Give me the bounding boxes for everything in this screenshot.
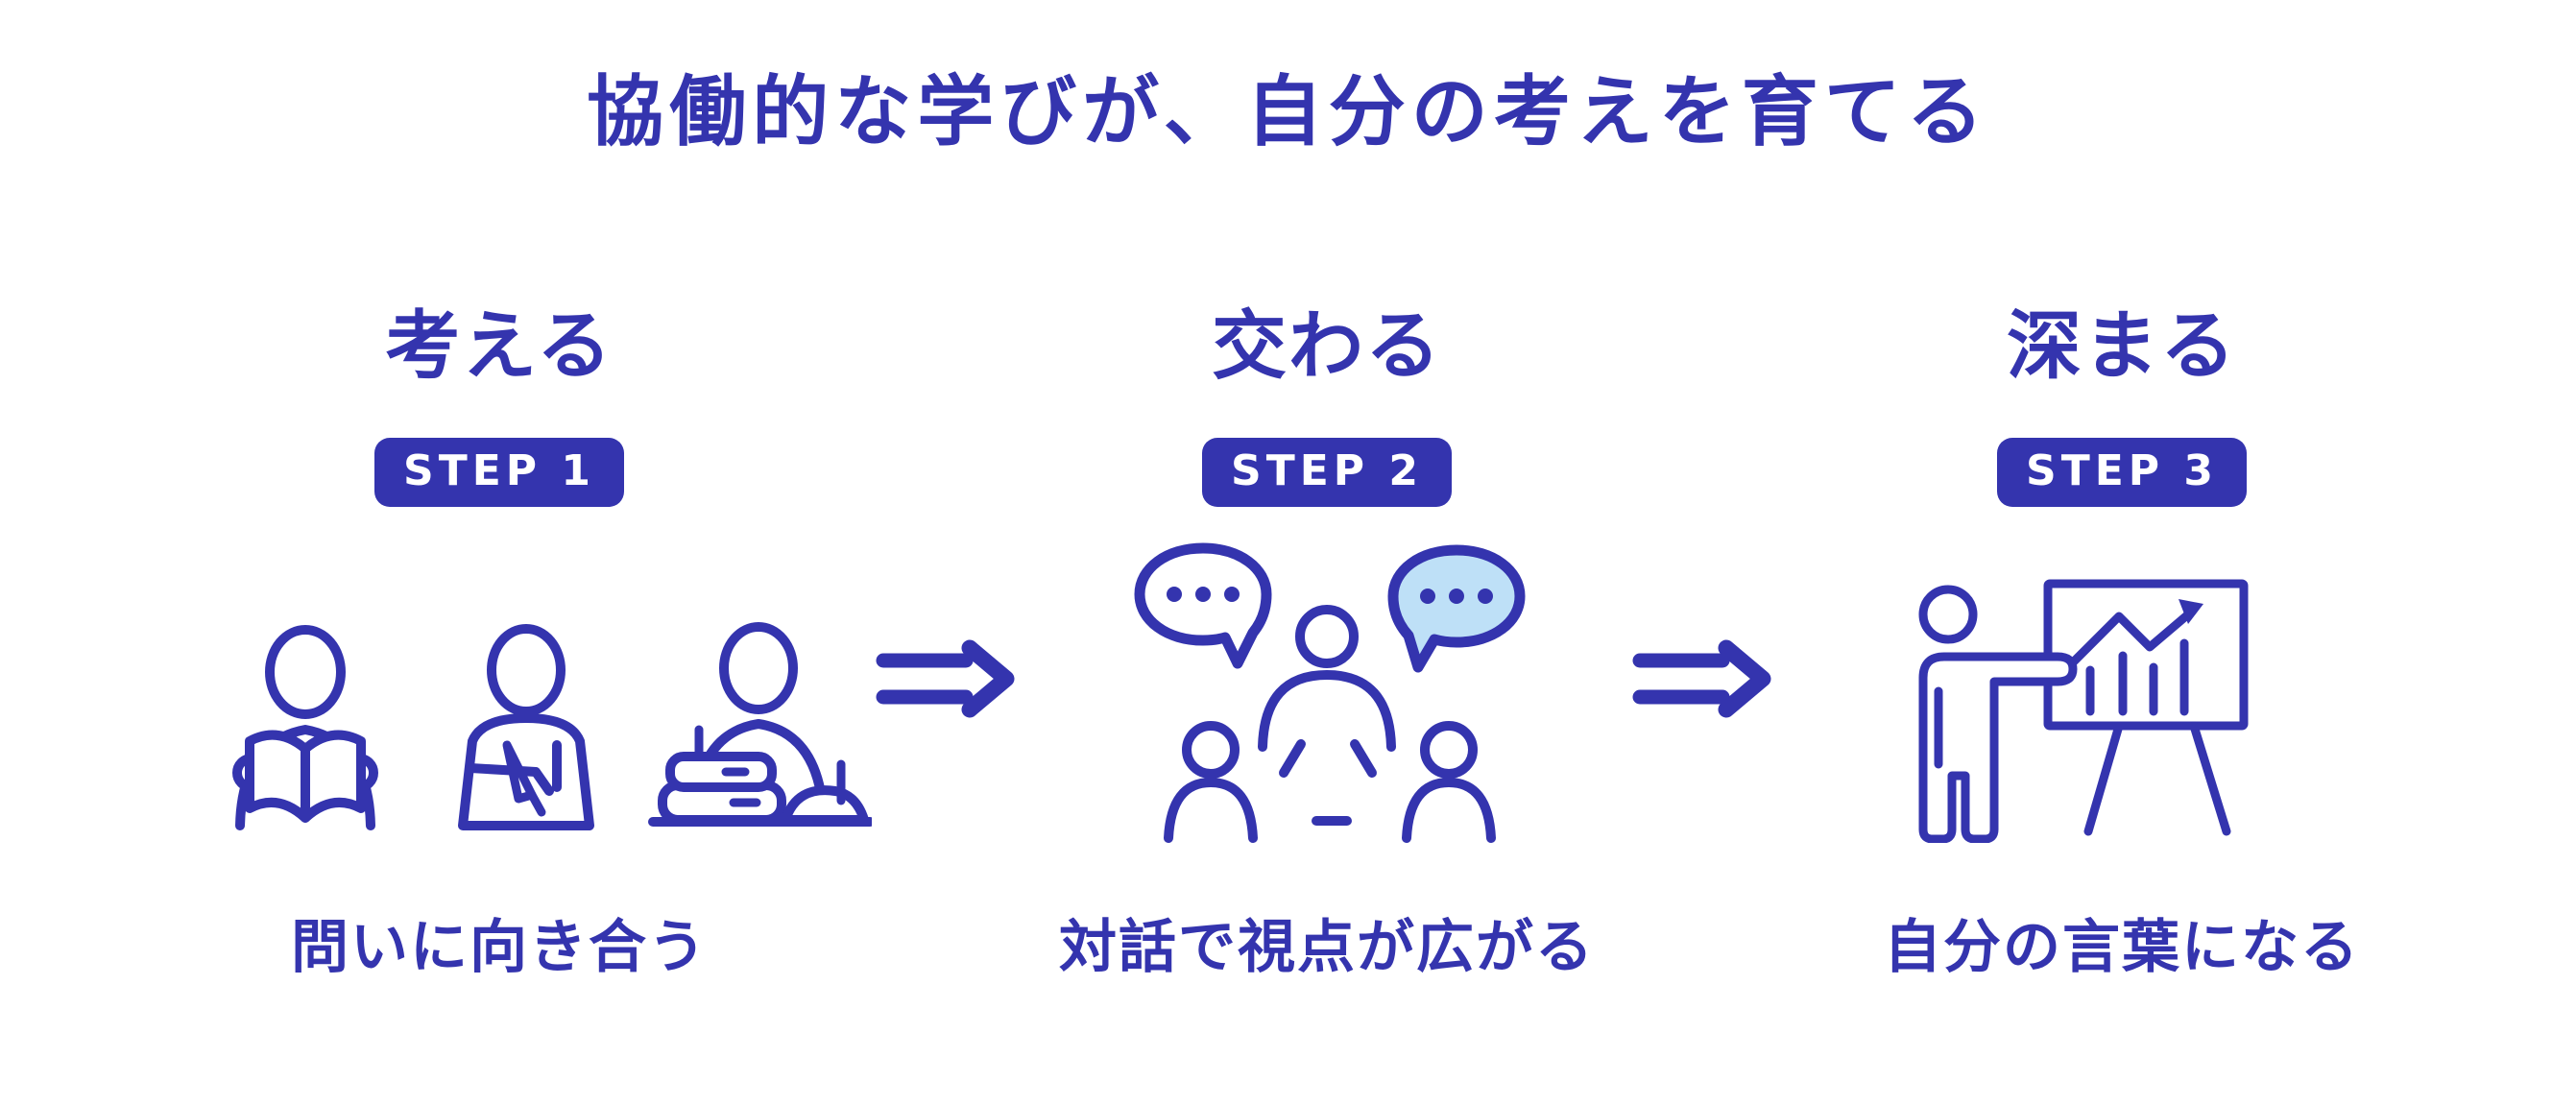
step-3-badge-wrap: STEP 3 — [1738, 438, 2506, 507]
left-person-icon — [1164, 721, 1258, 843]
step-1-heading: 考える — [385, 303, 614, 390]
step-2-column: 交わる STEP 2 対話で視点が広がる — [943, 0, 1711, 1105]
speech-bubble-filled-icon — [1387, 544, 1526, 673]
step-3-caption: 自分の言葉になる — [1884, 914, 2360, 981]
step-3-badge: STEP 3 — [1997, 438, 2247, 507]
step-1-caption: 問いに向き合う — [291, 914, 708, 981]
step-2-badge: STEP 2 — [1202, 438, 1452, 507]
presentation-board-icon — [1918, 579, 2249, 843]
step-3-column: 深まる STEP 3 自分の言葉になる — [1738, 0, 2506, 1105]
students-self-study-icon — [232, 622, 872, 830]
presenter-person-icon — [1918, 585, 2078, 843]
step-3-heading: 深まる — [2006, 303, 2237, 390]
speech-bubble-outline-icon — [1134, 542, 1272, 669]
double-right-arrow-icon — [1632, 639, 1771, 718]
right-person-icon — [1402, 721, 1496, 843]
double-right-arrow-icon — [876, 639, 1015, 718]
center-person-icon — [1258, 605, 1396, 752]
step-1-badge: STEP 1 — [374, 438, 624, 507]
desk-study-person-icon — [648, 622, 872, 827]
reading-person-icon — [232, 625, 378, 830]
chart-board-icon — [2043, 579, 2249, 836]
step-1-column: 考える STEP 1 問いに向き合う — [115, 0, 883, 1105]
step-1-badge-wrap: STEP 1 — [115, 438, 883, 507]
step-2-badge-wrap: STEP 2 — [943, 438, 1711, 507]
group-discussion-icon — [1134, 542, 1526, 843]
page-title: 協働的な学びが、自分の考えを育てる — [587, 67, 1989, 156]
step-2-caption: 対話で視点が広がる — [1059, 914, 1595, 981]
writing-person-icon — [458, 624, 594, 830]
step-2-heading: 交わる — [1211, 303, 1442, 390]
dashed-connection-lines — [1279, 739, 1377, 826]
